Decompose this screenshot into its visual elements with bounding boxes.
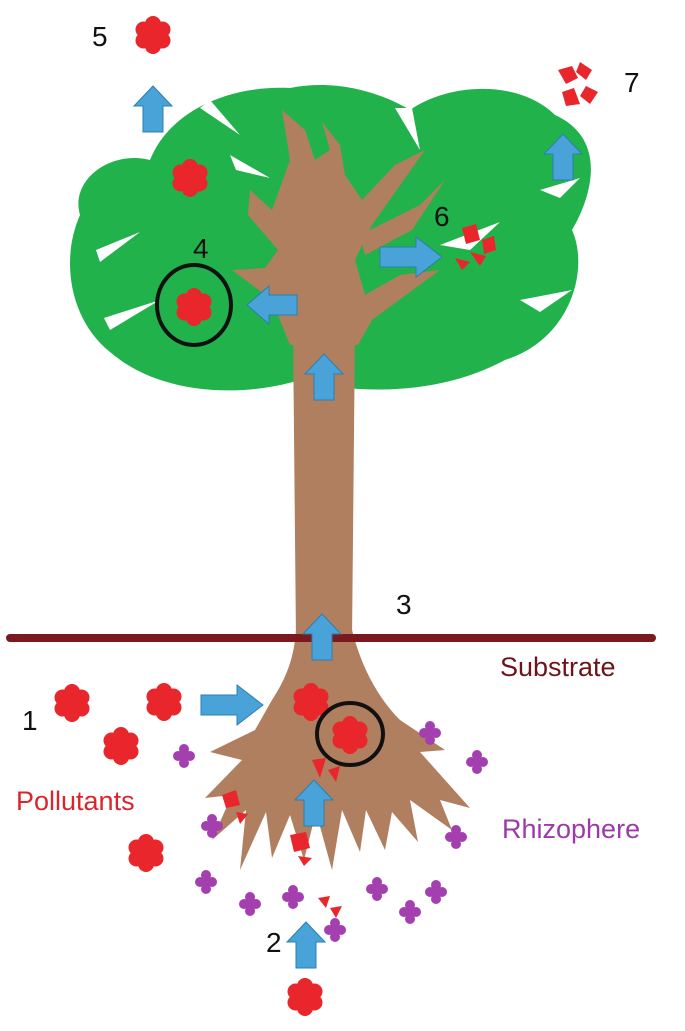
degraded-pollutant-fragments — [222, 62, 598, 918]
pollutant-molecule — [54, 684, 90, 722]
rhizosphere-particle — [173, 744, 195, 768]
accumulation-highlight-circle — [155, 263, 233, 347]
substrate-label: Substrate — [500, 652, 616, 682]
rhizosphere-particle — [366, 877, 388, 901]
rhizosphere-particle — [201, 814, 223, 838]
step-number-7: 7 — [624, 67, 640, 98]
step-number-4: 4 — [193, 233, 209, 264]
step-number-1: 1 — [22, 705, 38, 736]
pollutants-label: Pollutants — [16, 786, 135, 816]
pollutant-molecule — [146, 683, 182, 721]
rhizosphere-particle — [324, 918, 346, 942]
pollutant-molecule — [135, 16, 171, 54]
arrow-right-root-entry-icon — [200, 684, 264, 726]
step-number-5: 5 — [92, 21, 108, 52]
rhizosphere-particle — [282, 885, 304, 909]
rhizosphere-particle — [399, 900, 421, 924]
pollutant-molecule — [287, 978, 323, 1016]
arrow-up-uptake-icon — [286, 921, 326, 969]
rhizosphere-particle — [425, 880, 447, 904]
rhizosphere-particle — [195, 870, 217, 894]
rhizosphere-particle — [239, 892, 261, 916]
pollutant-molecule — [128, 834, 164, 872]
step-number-6: 6 — [434, 201, 450, 232]
rhizosphere-particle — [445, 825, 467, 849]
arrow-up-volatilization-icon — [133, 85, 173, 133]
pollutant-molecule — [103, 727, 139, 765]
rhizophere-label: Rhizophere — [502, 814, 640, 844]
rhizosphere-particle — [466, 750, 488, 774]
step-number-2: 2 — [266, 927, 282, 958]
root-accumulation-highlight-circle — [315, 701, 385, 767]
step-number-3: 3 — [396, 589, 412, 620]
tree-trunk — [205, 110, 470, 870]
